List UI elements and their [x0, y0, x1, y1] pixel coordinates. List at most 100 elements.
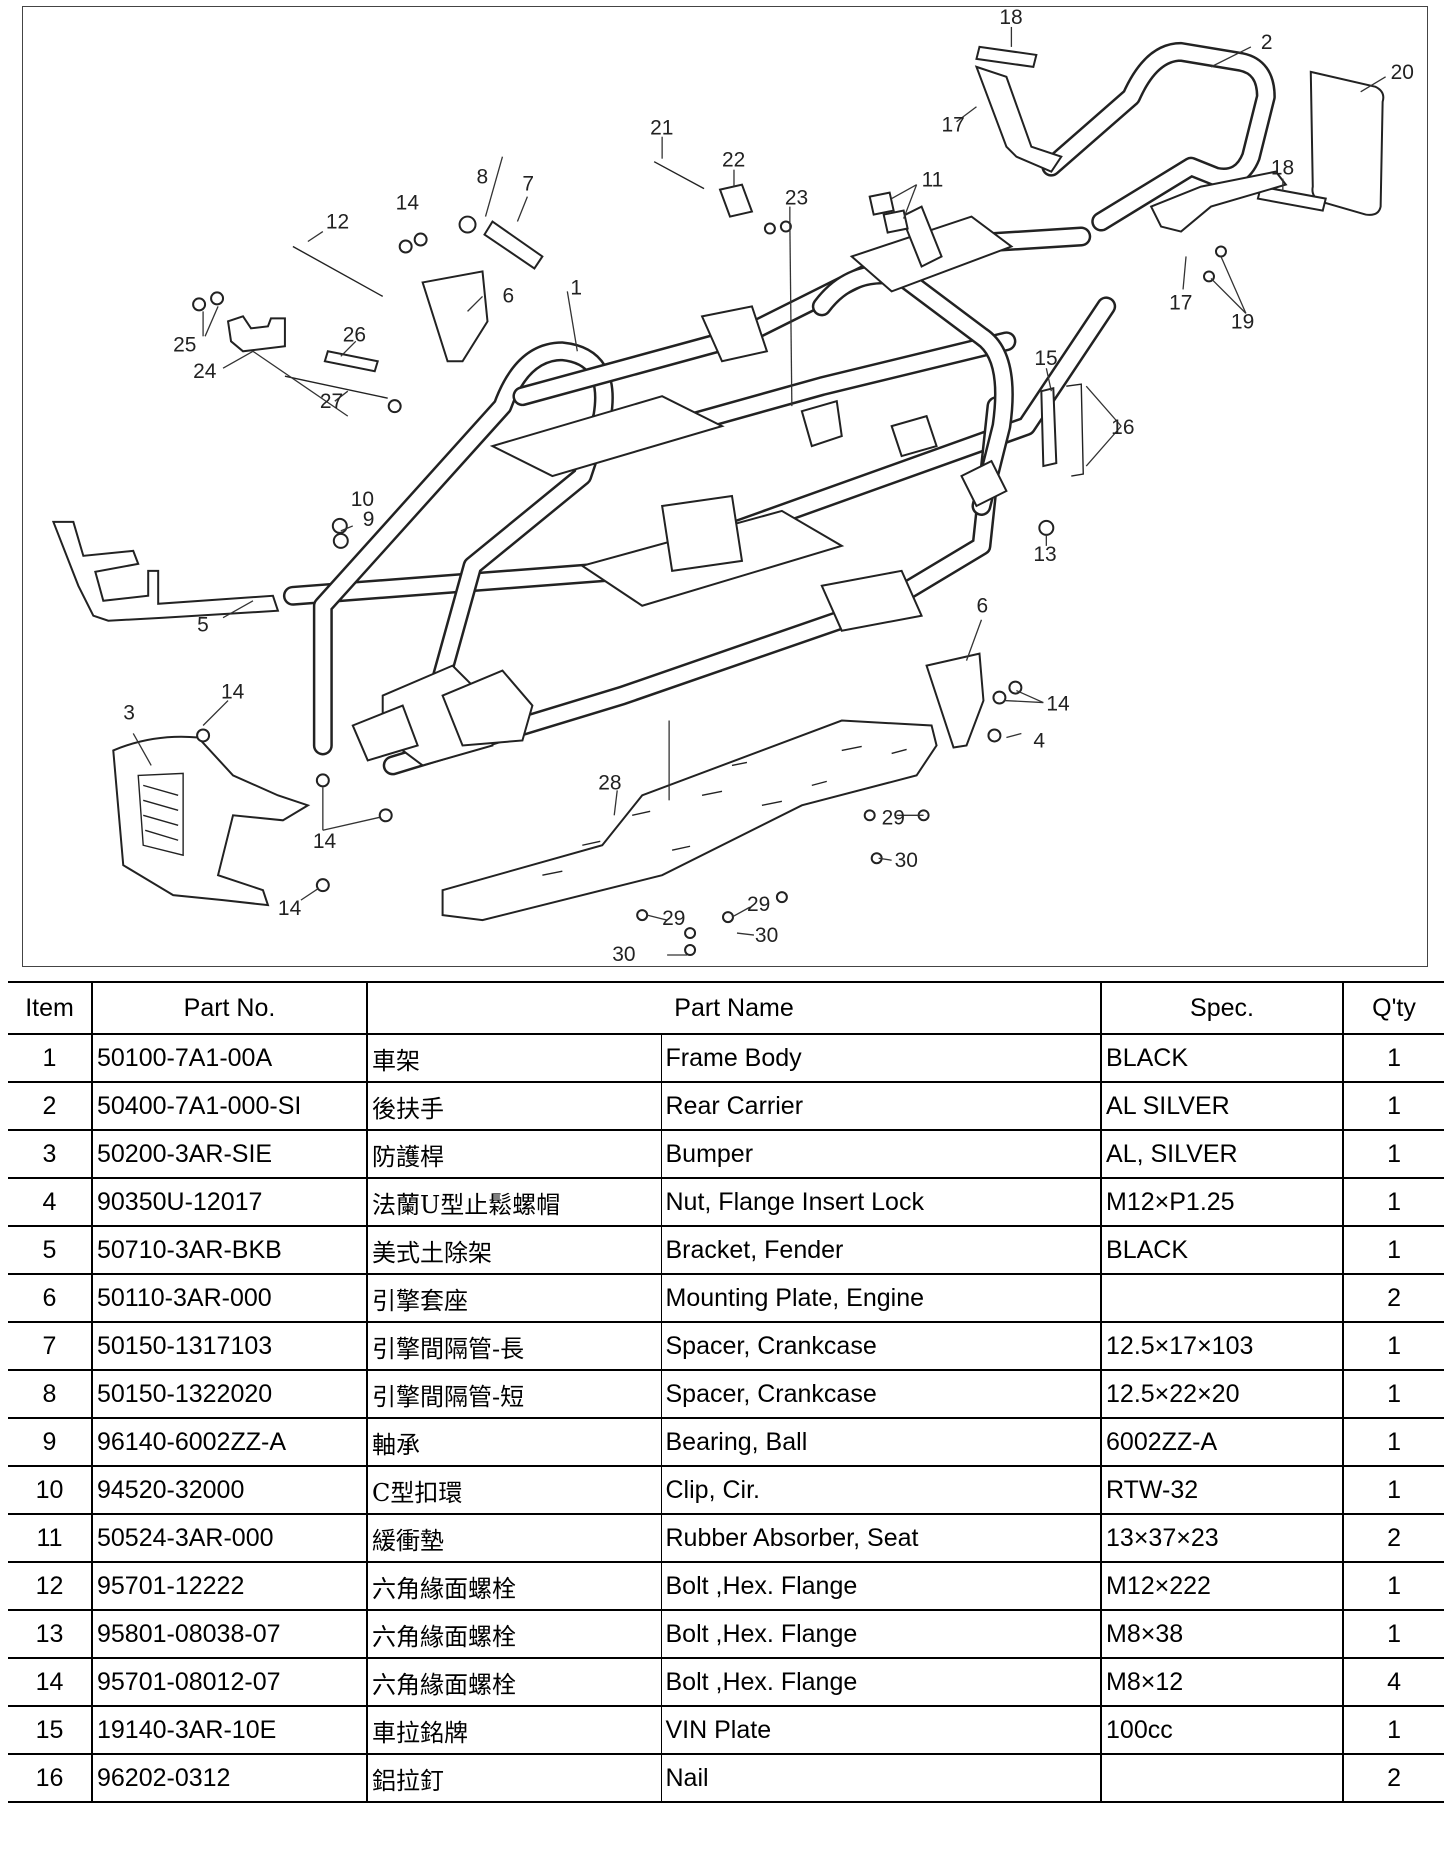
header-part-no: Part No. [91, 981, 368, 1035]
cell-name-en: Nut, Flange Insert Lock [660, 1177, 1103, 1227]
cell-part-no: 95701-08012-07 [91, 1657, 368, 1707]
callout-11: 11 [922, 169, 944, 192]
cell-item: 8 [8, 1369, 93, 1419]
callout-18a: 18 [999, 7, 1022, 29]
callout-19: 19 [1231, 310, 1254, 333]
rear-carrier-drawing [1041, 41, 1276, 232]
plate-20-drawing [1309, 70, 1385, 216]
cell-spec: AL, SILVER [1100, 1129, 1345, 1179]
spacer-8-drawing [458, 215, 477, 234]
cell-item: 16 [8, 1753, 93, 1803]
callout-26: 26 [343, 323, 366, 346]
cell-name-en: Mounting Plate, Engine [660, 1273, 1103, 1323]
callout-27: 27 [320, 390, 343, 413]
header-part-name: Part Name [365, 981, 1103, 1035]
cell-spec: M8×38 [1100, 1609, 1345, 1659]
cell-part-no: 50710-3AR-BKB [91, 1225, 368, 1275]
cell-part-no: 50524-3AR-000 [91, 1513, 368, 1563]
bolt-12-drawing [292, 245, 384, 298]
leader-lines [132, 26, 1386, 956]
cell-spec: 12.5×17×103 [1100, 1321, 1345, 1371]
callout-12: 12 [326, 211, 349, 234]
callout-20: 20 [1391, 61, 1414, 84]
cell-spec: 6002ZZ-A [1100, 1417, 1345, 1467]
cell-qty: 1 [1342, 1081, 1445, 1131]
cell-qty: 4 [1342, 1657, 1445, 1707]
callout-22: 22 [722, 149, 745, 172]
callout-14c: 14 [278, 897, 302, 920]
cell-name-zh: 引擎間隔管-長 [366, 1321, 662, 1371]
callout-3: 3 [123, 702, 135, 725]
callout-30a: 30 [612, 943, 635, 966]
callout-7: 7 [522, 173, 534, 196]
cell-qty: 1 [1342, 1321, 1445, 1371]
cell-spec: M8×12 [1100, 1657, 1345, 1707]
bolt-21-drawing [653, 161, 705, 190]
fasteners-drawing [192, 220, 1227, 957]
cell-qty: 1 [1342, 1129, 1445, 1179]
bumper-drawing [112, 735, 311, 907]
cell-name-zh: 緩衝墊 [366, 1513, 662, 1563]
cell-qty: 2 [1342, 1273, 1445, 1323]
cell-item: 11 [8, 1513, 93, 1563]
cell-item: 12 [8, 1561, 93, 1611]
cell-part-no: 19140-3AR-10E [91, 1705, 368, 1755]
cell-part-no: 50150-1317103 [91, 1321, 368, 1371]
callout-16: 16 [1111, 416, 1134, 439]
cell-item: 1 [8, 1033, 93, 1083]
cell-name-en: VIN Plate [660, 1705, 1103, 1755]
rubber-absorber-11-drawing [868, 191, 895, 216]
cell-part-no: 50150-1322020 [91, 1369, 368, 1419]
callout-9: 9 [363, 508, 375, 531]
cell-spec: 100cc [1100, 1705, 1345, 1755]
cell-qty: 1 [1342, 1033, 1445, 1083]
callout-29c: 29 [882, 806, 905, 829]
cell-spec: M12×P1.25 [1100, 1177, 1345, 1227]
cell-name-zh: 美式土除架 [366, 1225, 662, 1275]
skid-plate-drawing [441, 719, 938, 922]
cell-name-en: Spacer, Crankcase [660, 1369, 1103, 1419]
cell-name-zh: 引擎間隔管-短 [366, 1369, 662, 1419]
cell-spec: AL SILVER [1100, 1081, 1345, 1131]
cell-qty: 2 [1342, 1753, 1445, 1803]
cell-qty: 1 [1342, 1225, 1445, 1275]
cell-name-zh: 引擎套座 [366, 1273, 662, 1323]
cell-part-no: 95701-12222 [91, 1561, 368, 1611]
cell-part-no: 90350U-12017 [91, 1177, 368, 1227]
cell-spec: 13×37×23 [1100, 1513, 1345, 1563]
callout-30b: 30 [755, 924, 778, 947]
callout-23: 23 [785, 187, 808, 210]
cell-name-en: Bumper [660, 1129, 1103, 1179]
callout-14a: 14 [221, 681, 245, 704]
cell-spec [1100, 1753, 1345, 1803]
cell-part-no: 95801-08038-07 [91, 1609, 368, 1659]
bracket-17-right-drawing [1149, 170, 1288, 233]
cell-spec [1100, 1273, 1345, 1323]
cell-item: 13 [8, 1609, 93, 1659]
callout-2: 2 [1261, 31, 1273, 54]
callout-30c: 30 [895, 849, 918, 872]
cell-spec: M12×222 [1100, 1561, 1345, 1611]
spacer-7-drawing [483, 220, 544, 270]
cell-name-zh: 軸承 [366, 1417, 662, 1467]
callout-13: 13 [1033, 543, 1056, 566]
callout-28: 28 [598, 771, 621, 794]
cell-part-no: 50200-3AR-SIE [91, 1129, 368, 1179]
cell-name-en: Bearing, Ball [660, 1417, 1103, 1467]
cell-name-en: Frame Body [660, 1033, 1103, 1083]
callout-14e: 14 [396, 192, 420, 215]
cell-name-zh: C型扣環 [366, 1465, 662, 1515]
vin-plate-15-drawing [1040, 386, 1058, 468]
callout-17a: 17 [942, 114, 965, 137]
